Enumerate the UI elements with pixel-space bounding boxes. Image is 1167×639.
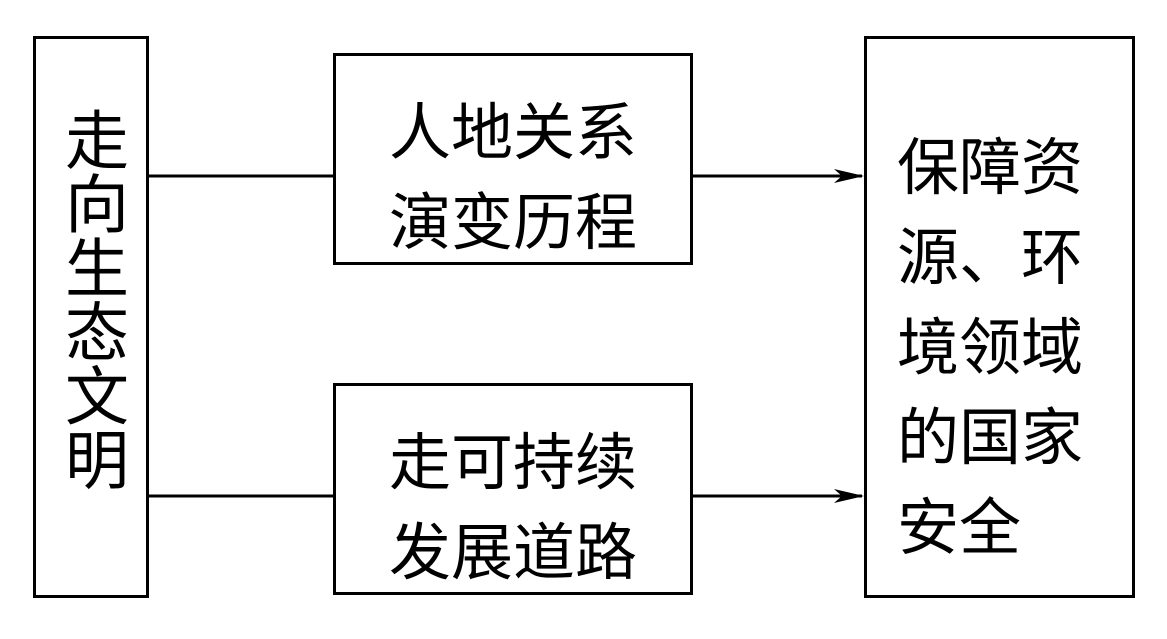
node-right-label: 保障资源、环境领域的国家安全 bbox=[897, 131, 1084, 564]
node-mid-top-label: 人地关系 演变历程 bbox=[388, 96, 637, 259]
node-mid-top: 人地关系 演变历程 bbox=[333, 53, 693, 265]
node-right: 保障资源、环境领域的国家安全 bbox=[864, 36, 1135, 598]
node-left-label: 走向生态文明 bbox=[54, 107, 128, 491]
node-mid-bottom-label: 走可持续 发展道路 bbox=[388, 426, 637, 589]
node-left: 走向生态文明 bbox=[33, 36, 149, 598]
node-mid-bottom: 走可持续 发展道路 bbox=[333, 383, 693, 595]
